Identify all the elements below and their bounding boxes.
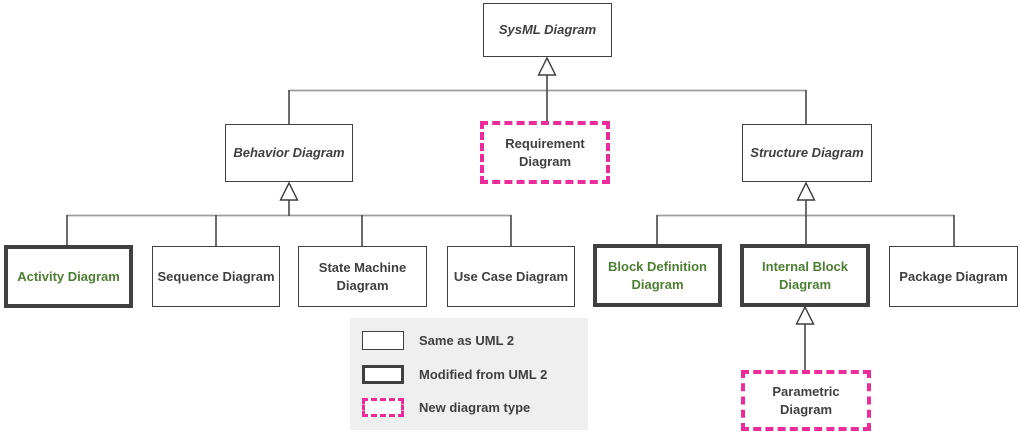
- node-label: Behavior Diagram: [233, 145, 345, 160]
- node-requirement-diagram: Requirement Diagram: [480, 121, 610, 184]
- legend-label: Same as UML 2: [419, 333, 515, 348]
- node-label: SysML Diagram: [498, 22, 597, 37]
- connector-drops: [66, 75, 955, 371]
- node-block-definition-diagram: Block Definition Diagram: [593, 244, 722, 307]
- node-internal-block-diagram: Internal Block Diagram: [740, 244, 870, 307]
- legend-label: Modified from UML 2: [419, 366, 548, 382]
- node-sysml-diagram: SysML Diagram: [483, 3, 612, 57]
- legend-item-new-diagram-type: New diagram type: [362, 398, 578, 417]
- node-label: Parametric Diagram: [772, 383, 840, 417]
- node-label: Requirement Diagram: [505, 135, 585, 169]
- node-label: Package Diagram: [899, 268, 1008, 284]
- node-label: Structure Diagram: [750, 145, 864, 160]
- node-label: Use Case Diagram: [453, 268, 569, 284]
- legend-item-same-as-uml2: Same as UML 2: [362, 331, 578, 350]
- node-label: State Machine Diagram: [318, 259, 407, 293]
- legend-swatch-pink-dashed-box: [362, 398, 404, 417]
- legend-panel: Same as UML 2 Modified from UML 2 New di…: [350, 318, 588, 430]
- generalization-arrowheads: [279, 56, 816, 325]
- node-label: Sequence Diagram: [157, 268, 275, 284]
- node-behavior-diagram: Behavior Diagram: [225, 124, 353, 182]
- node-state-machine-diagram: State Machine Diagram: [298, 246, 427, 307]
- node-package-diagram: Package Diagram: [889, 246, 1018, 307]
- legend-swatch-thick-box: [362, 364, 404, 384]
- legend-item-modified-from-uml2: Modified from UML 2: [362, 364, 578, 384]
- legend-swatch-thin-box: [362, 331, 404, 350]
- node-label: Block Definition Diagram: [608, 258, 707, 292]
- legend-label: New diagram type: [419, 400, 531, 415]
- generalization-arrowhead: [795, 305, 815, 325]
- node-label: Internal Block Diagram: [762, 258, 848, 292]
- node-label: Activity Diagram: [17, 268, 120, 284]
- node-structure-diagram: Structure Diagram: [742, 124, 872, 182]
- node-parametric-diagram: Parametric Diagram: [741, 370, 871, 431]
- generalization-arrowhead: [537, 56, 557, 76]
- node-use-case-diagram: Use Case Diagram: [447, 246, 575, 307]
- generalization-arrowhead: [279, 181, 299, 201]
- generalization-arrowhead: [796, 181, 816, 201]
- node-sequence-diagram: Sequence Diagram: [152, 246, 280, 307]
- node-activity-diagram: Activity Diagram: [4, 245, 133, 308]
